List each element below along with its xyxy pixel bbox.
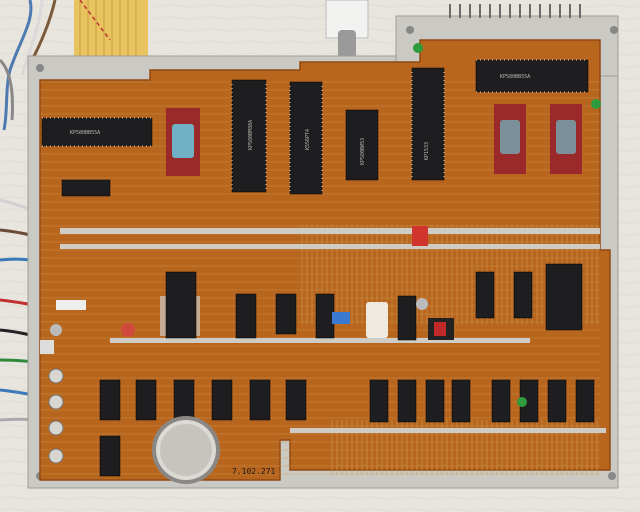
chip-ram xyxy=(289,81,323,195)
chip-ppi xyxy=(345,109,379,181)
chip-label-ppi: КР580ВИ53 xyxy=(360,138,366,165)
terminal-screws xyxy=(48,368,64,464)
chip-label-ram: К556РТ4 xyxy=(305,129,311,150)
buzzer xyxy=(152,416,220,484)
ic-chips xyxy=(41,59,595,477)
chip-label-top-right: КР580ВВ55А xyxy=(500,74,530,80)
chip-cpu xyxy=(231,79,267,193)
ribbon-cable xyxy=(74,0,148,56)
chip-tall xyxy=(411,67,445,181)
chip-top-left xyxy=(41,117,153,147)
chip-mid-left xyxy=(165,271,197,339)
chip-pins xyxy=(42,59,588,192)
chip-label-cpu: КР580ВМ80А xyxy=(248,120,254,150)
chip-label-top-left: КР580ВВ55А xyxy=(70,130,100,136)
chip-label-kr: КР1533 xyxy=(424,142,430,160)
eprom-chips xyxy=(166,104,582,176)
board-code-label: 7.102.271 xyxy=(232,467,276,476)
edge-connector-pins xyxy=(449,4,581,18)
switch-post xyxy=(338,30,356,58)
chip-top-right xyxy=(475,59,589,93)
passive-components xyxy=(40,43,601,407)
